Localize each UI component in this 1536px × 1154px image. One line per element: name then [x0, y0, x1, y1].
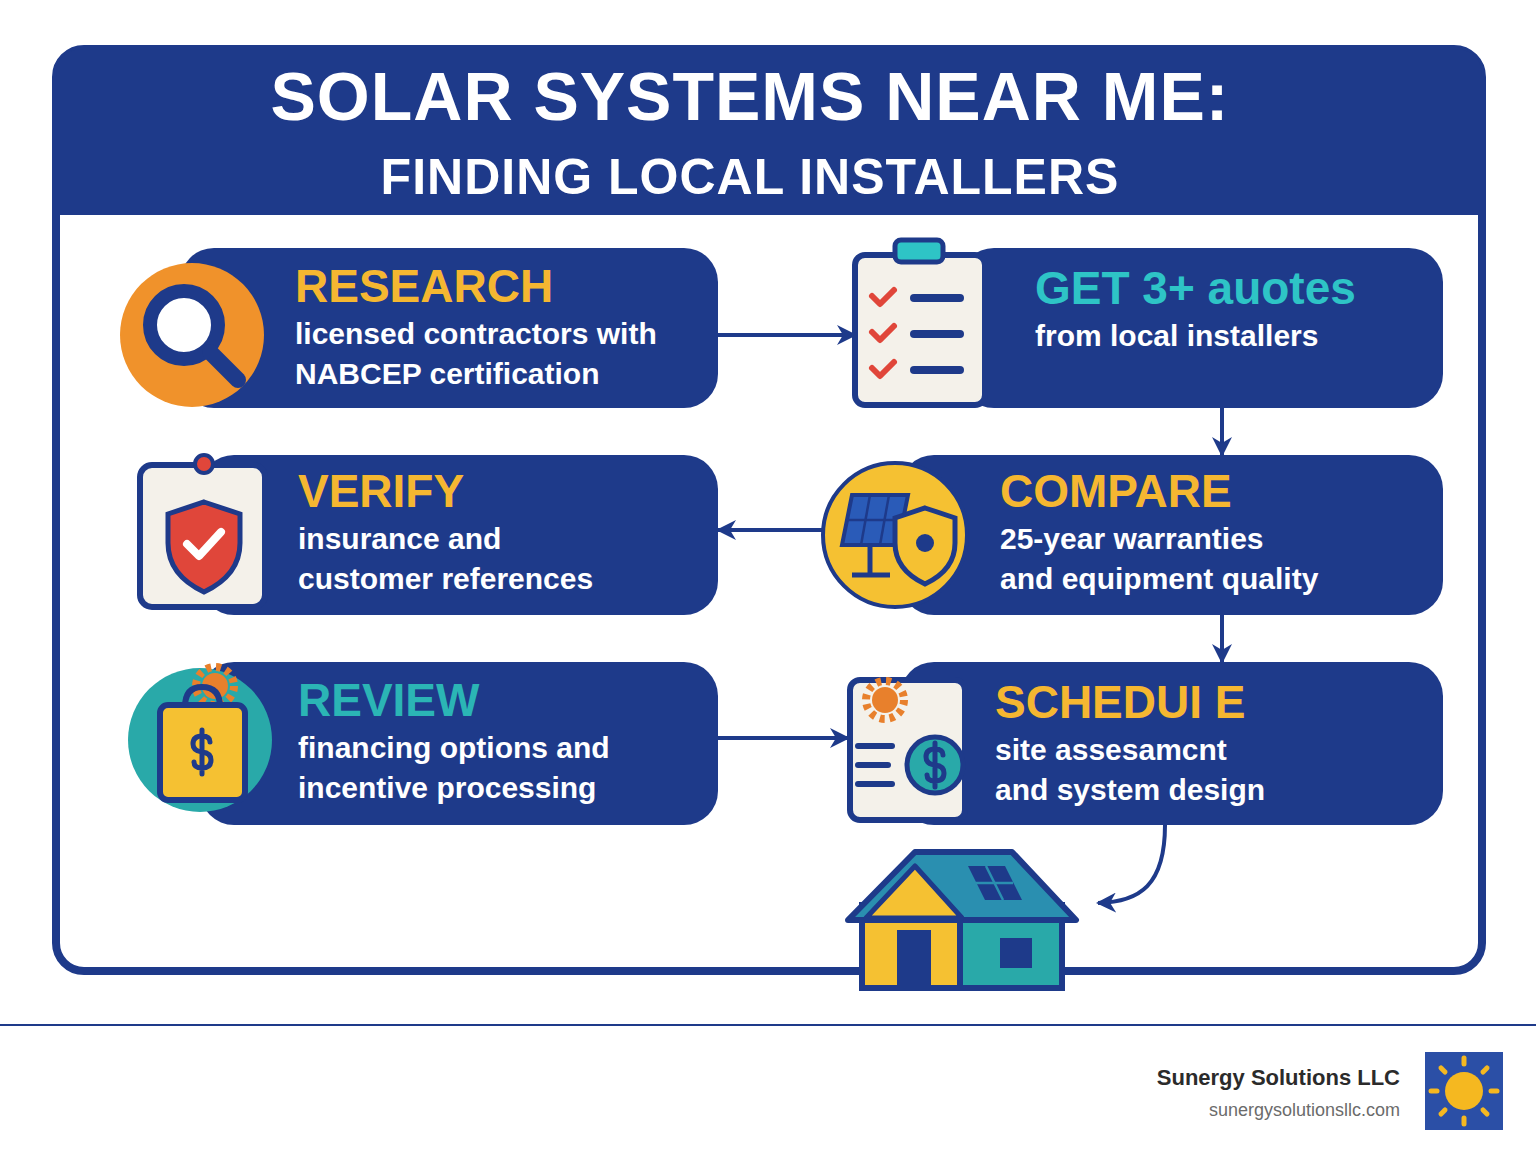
plan-document-icon [850, 680, 965, 820]
flow-arrow [1220, 615, 1224, 662]
footer-rule [0, 1024, 1536, 1026]
magnifier-icon [120, 263, 264, 407]
sun-logo [1425, 1052, 1503, 1130]
flow-arrow [718, 736, 848, 740]
step-heading: RESEARCH [295, 260, 715, 312]
step-heading: VERIFY [298, 465, 708, 517]
step-heading: GET 3+ auotes [1035, 262, 1435, 314]
checklist-icon [855, 240, 985, 405]
sun-disc [1445, 1072, 1483, 1110]
step-text: GET 3+ auotesfrom local installers [1035, 262, 1435, 356]
diagram-subtitle: FINDING LOCAL INSTALLERS [0, 148, 1500, 206]
step-description: 25-year warranties and equipment quality [1000, 519, 1435, 599]
step-text: VERIFYinsurance and customer references [298, 465, 708, 599]
step-heading: COMPARE [1000, 465, 1435, 517]
step-description: site assesamcnt and system design [995, 730, 1425, 810]
panel-shield-icon [823, 463, 967, 607]
step-heading: REVIEW [298, 674, 713, 726]
sun-rays [1431, 1058, 1497, 1124]
step-description: from local installers [1035, 316, 1435, 356]
flow-arrow [718, 333, 855, 337]
house-illustration [848, 852, 1076, 988]
step-text: SCHEDUI Esite assesamcnt and system desi… [995, 676, 1425, 810]
company-url: sunergysolutionsllc.com [900, 1098, 1400, 1122]
step-text: RESEARCHlicensed contractors with NABCEP… [295, 260, 715, 394]
step-text: COMPARE25-year warranties and equipment … [1000, 465, 1435, 599]
house-arrow [1098, 825, 1165, 903]
flow-arrow [718, 528, 822, 532]
logo-square [1425, 1052, 1503, 1130]
step-heading: SCHEDUI E [995, 676, 1425, 728]
diagram-title: SOLAR SYSTEMS NEAR ME: [0, 58, 1500, 134]
money-bag-icon [128, 667, 272, 812]
step-description: financing options and incentive processi… [298, 728, 713, 808]
flow-arrow [1220, 408, 1224, 455]
step-text: REVIEWfinancing options and incentive pr… [298, 674, 713, 808]
step-description: licensed contractors with NABCEP certifi… [295, 314, 715, 394]
shield-clipboard-icon [140, 455, 265, 607]
step-description: insurance and customer references [298, 519, 708, 599]
company-name: Sunergy Solutions LLC [900, 1064, 1400, 1092]
